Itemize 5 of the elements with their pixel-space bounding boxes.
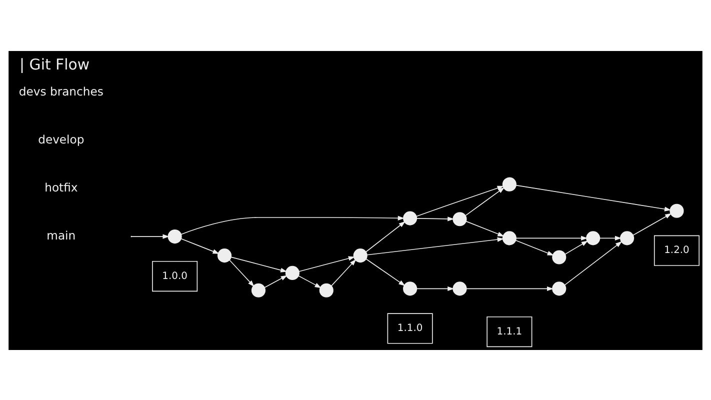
- label: devs branches: [18, 84, 104, 98]
- label: hotfix: [44, 180, 78, 194]
- label: develop: [38, 132, 84, 146]
- diagram-title: | Git Flow: [20, 55, 90, 74]
- label: main: [46, 228, 76, 242]
